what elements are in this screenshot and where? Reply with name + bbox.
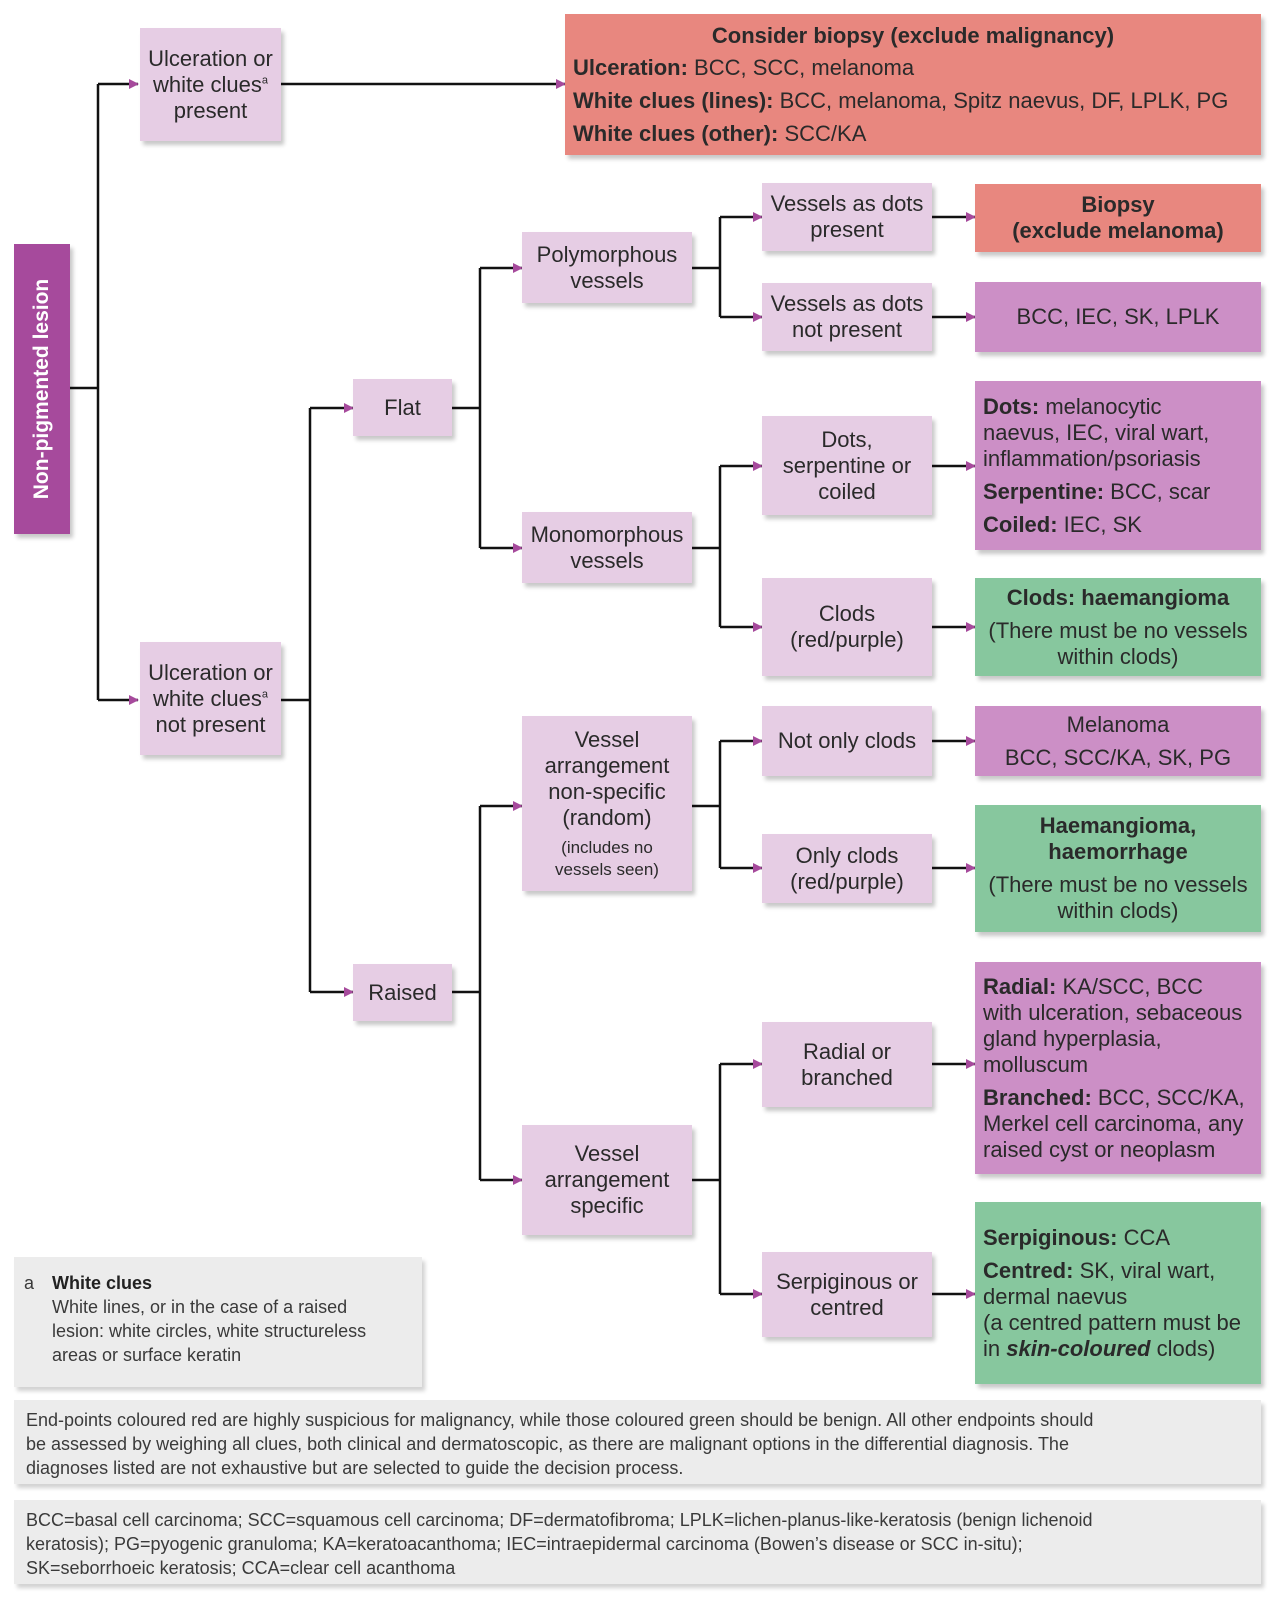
node-not-only-clods: Not only clods (762, 706, 932, 776)
node-ulceration-present: Ulceration or white cluesa present (140, 28, 281, 141)
node-vessels-dots-not-present: Vessels as dots not present (762, 283, 932, 351)
footnote-white-clues: a White clues White lines, or in the cas… (14, 1257, 422, 1387)
outcome-dots-serpentine-coiled: Dots: melanocytic naevus, IEC, viral war… (975, 381, 1261, 550)
connector-raised (452, 806, 482, 1180)
node-vessels-dots-present: Vessels as dots present (762, 183, 932, 251)
outcome-haemangioma-haemorrhage: Haemangioma, haemorrhage (There must be … (975, 805, 1261, 932)
connector-nonspecific (692, 741, 722, 868)
note-abbreviations: BCC=basal cell carcinoma; SCC=squamous c… (14, 1500, 1261, 1584)
connector-ulc-absent (281, 408, 312, 992)
node-clods: Clods (red/purple) (762, 578, 932, 676)
connector-flat (452, 268, 482, 548)
node-serpiginous-centred: Serpiginous or centred (762, 1252, 932, 1337)
root-label: Non-pigmented lesion (30, 278, 53, 500)
node-only-clods: Only clods (red/purple) (762, 834, 932, 903)
node-dots-serpentine-coiled: Dots, serpentine or coiled (762, 416, 932, 515)
biopsy-title: Consider biopsy (exclude malignancy) (711, 22, 1115, 48)
outcome-biopsy-exclude-melanoma: Biopsy (exclude melanoma) (975, 184, 1261, 252)
outcome-radial-branched: Radial: KA/SCC, BCC with ulceration, seb… (975, 962, 1261, 1174)
outcome-melanoma-bcc: Melanoma BCC, SCC/KA, SK, PG (975, 706, 1261, 776)
connector-root (70, 84, 100, 700)
outcome-bcc-iec-sk-lplk: BCC, IEC, SK, LPLK (975, 282, 1261, 352)
node-arrangement-non-specific: Vessel arrangement non-specific (random)… (522, 716, 692, 891)
outcome-clods-haemangioma: Clods: haemangioma (There must be no ves… (975, 578, 1261, 676)
connector-mono (692, 466, 722, 627)
node-arrangement-specific: Vessel arrangement specific (522, 1125, 692, 1235)
connector-poly (692, 217, 722, 317)
node-flat: Flat (353, 379, 452, 436)
footnote-marker: a (24, 1273, 35, 1293)
node-radial-branched: Radial or branched (762, 1022, 932, 1107)
connector-specific (692, 1064, 722, 1294)
note-endpoint-colours: End-points coloured red are highly suspi… (14, 1400, 1261, 1484)
outcome-serpiginous-centred: Serpiginous: CCA Centred: SK, viral wart… (975, 1202, 1261, 1384)
node-raised: Raised (353, 964, 452, 1021)
outcome-consider-biopsy: Consider biopsy (exclude malignancy) Ulc… (565, 14, 1261, 155)
node-ulceration-not-present: Ulceration or white cluesa not present (140, 642, 281, 755)
node-monomorphous-vessels: Monomorphous vessels (522, 512, 692, 583)
root-non-pigmented-lesion: Non-pigmented lesion (14, 244, 70, 534)
node-polymorphous-vessels: Polymorphous vessels (522, 232, 692, 303)
